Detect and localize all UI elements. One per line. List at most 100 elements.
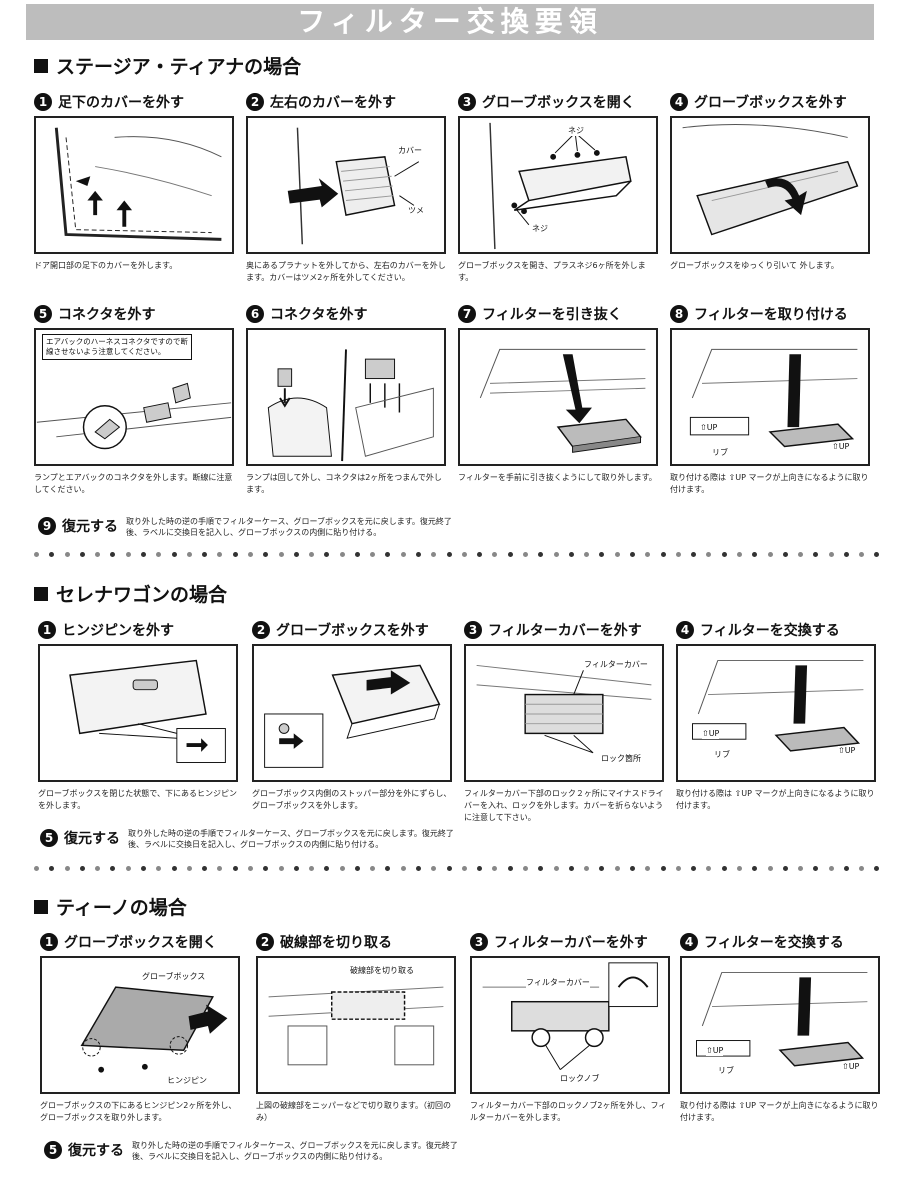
divider-dot [568,551,574,557]
up-mark-label: ⇧UP [832,442,850,452]
divider-dot [156,865,162,871]
section-bullet [34,58,48,73]
step-caption: フィルターカバー下部のロック２ヶ所にマイナスドライバーを入れ、ロックを外します。… [464,789,664,822]
step-figure: エアバックのハーネスコネクタですので断線させないよう注意してください。 [34,328,234,466]
divider-dot [309,551,315,557]
up-mark-label: ⇧UP [700,423,718,433]
divider-dot [553,551,559,557]
divider-dot [859,865,865,871]
step-caption: フィルターを手前に引き抜くようにして取り外します。 [458,473,657,482]
divider-dot [675,865,681,871]
divider-dot [125,865,131,871]
step-figure [38,644,238,782]
figure-label: フィルターカバー [526,978,590,988]
divider-dot [247,865,253,871]
divider-dot [461,551,467,557]
figure-label: ヒンジピン [167,1076,207,1086]
step-figure: フィルターカバー ロックノブ [470,956,670,1094]
step-number: 3 [458,93,476,111]
divider-dot [446,865,452,871]
step-heading: グローブボックスを開く [64,935,217,951]
step-caption: フィルターカバー下部のロックノブ2ヶ所を外し、フィルターカバーを外します。 [470,1101,667,1122]
divider-dot [492,551,498,557]
divider-dot [874,865,880,871]
step-number: 3 [470,933,488,951]
filter-install-illustration [689,348,858,448]
divider-dot [477,865,483,871]
divider-dot [736,551,742,557]
divider-dot [843,551,849,557]
section-title-tino: ティーノの場合 [34,893,187,920]
divider-dot [140,551,146,557]
step-caption: ドア開口部の足下のカバーを外します。 [34,261,178,270]
step-caption: 上図の破線部をニッパーなどで切り取ります。（初回のみ） [256,1101,452,1122]
divider-dot [752,551,758,557]
divider-dot [691,865,697,871]
divider-dot [584,551,590,557]
divider-dot [217,551,223,557]
divider-dot [278,551,284,557]
divider-dot [706,551,712,557]
step-caption: グローブボックスをゆっくり引いて 外します。 [670,261,839,270]
divider-dot [813,865,819,871]
divider-dot [813,551,819,557]
figure-label: ネジ [532,224,548,234]
divider-dot [446,551,452,557]
divider-dot [782,551,788,557]
divider-dot [385,551,391,557]
divider-dot [293,551,299,557]
divider-dot [232,865,238,871]
divider-dot [339,865,345,871]
figure-label: ネジ [568,126,584,136]
step-heading: グローブボックスを外す [276,623,429,639]
page-title: フィルター交換要領 [297,5,603,38]
divider-dot [324,551,330,557]
divider-dot [614,865,620,871]
figure-label: ロックノブ [560,1074,600,1084]
divider-dot [736,865,742,871]
divider-dot [660,551,666,557]
divider-dot [79,865,85,871]
figure-label: ロック箇所 [601,754,641,764]
lock-knob-illustration [482,962,658,1071]
section-title-text: ティーノの場合 [56,897,187,919]
divider-dot [370,551,376,557]
up-mark-label: ⇧UP [838,746,856,756]
figure-label: ツメ [408,206,424,216]
section-bullet [34,586,48,601]
divider-dot [584,865,590,871]
divider-dot [645,551,651,557]
step-number: 1 [38,621,56,639]
step-caption: 取り付ける際は ⇧UP マークが上向きになるように取り付けます。 [676,789,875,810]
step-figure [252,644,452,782]
divider-dot [843,865,849,871]
rib-label: リブ [714,750,730,760]
divider-dot [49,551,55,557]
caution-note: エアバックのハーネスコネクタですので断線させないよう注意してください。 [42,334,192,360]
divider-dot [186,865,192,871]
divider-dot [798,551,804,557]
airbag-connector-illustration [36,382,232,450]
divider-dot [706,865,712,871]
step-heading: フィルターを交換する [700,623,840,639]
divider-dot [675,551,681,557]
divider-dot [217,865,223,871]
figure-label: カバー [398,146,422,156]
divider-dot [553,865,559,871]
divider-dot [721,865,727,871]
divider-dot [431,551,437,557]
restore-text: 取り外した時の逆の手順でフィルターケース、グローブボックスを元に戻します。復元終… [128,829,454,849]
step-figure: カバー ツメ [246,116,446,254]
step-heading: フィルターを取り付ける [694,307,848,323]
step-heading: コネクタを外す [58,307,156,323]
step-heading: コネクタを外す [270,307,368,323]
step-number: 5 [34,305,52,323]
section-title-serena: セレナワゴンの場合 [34,580,227,607]
